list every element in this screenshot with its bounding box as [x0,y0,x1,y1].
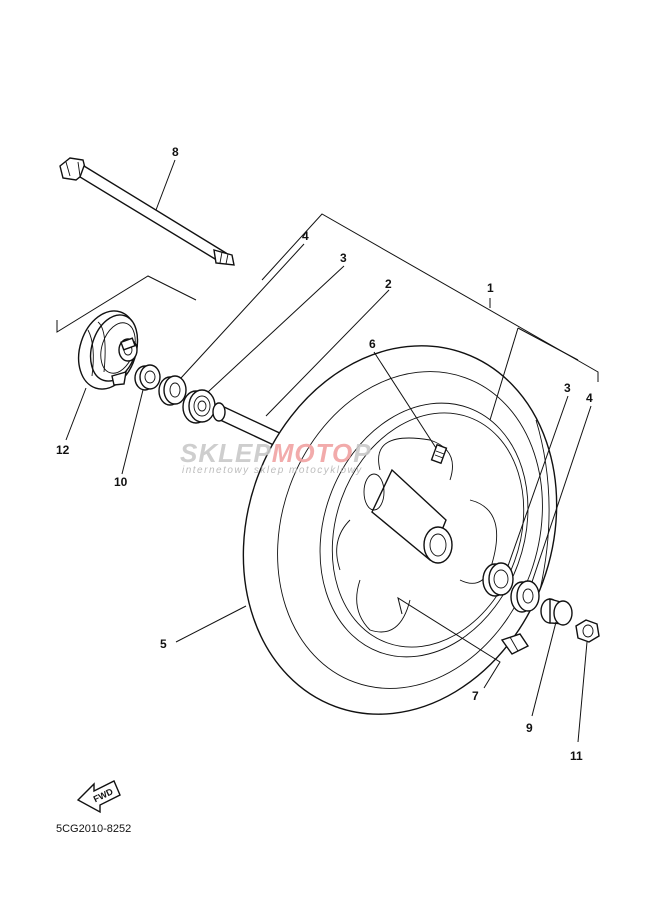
label-7: 7 [472,689,479,703]
spacer-part-9 [540,598,573,626]
label-9: 9 [526,721,533,735]
watermark-brand-left: SKLEP [180,438,272,468]
axle-group-bracket [56,275,197,333]
label-11: 11 [570,749,583,763]
fwd-arrow-icon: FWD [76,780,121,814]
bearing-part-4-right [510,580,540,613]
label-4-right: 4 [586,391,593,405]
svg-text:SKLEPMOTOP: SKLEPMOTOP [180,438,372,468]
bearing-part-3-right [482,562,514,597]
watermark-tagline: internetowy sklep motocyklowy [182,465,363,476]
balance-weight-part-7 [500,633,530,655]
spacer-part-10 [134,364,161,391]
label-3-right: 3 [564,381,571,395]
bearing-part-3-left [182,389,216,424]
label-1: 1 [487,281,494,295]
label-6: 6 [369,337,376,351]
wheel-part-5 [242,345,558,715]
bearing-part-4-left [158,375,187,406]
watermark-brand-right: P [353,438,371,468]
label-3-left: 3 [340,251,347,265]
nut-part-11 [575,619,600,643]
label-5: 5 [160,637,167,651]
leader-lines [65,159,599,743]
label-4-left: 4 [302,229,309,243]
label-10: 10 [114,475,128,489]
axle-part-8 [59,157,235,266]
watermark: SKLEPMOTOP internetowy sklep motocyklowy [180,438,372,476]
diagram-code: 5CG2010-8252 [56,823,131,835]
label-2: 2 [385,277,392,291]
valve-part-6 [430,443,448,465]
watermark-brand-mid: MOTO [272,438,354,468]
callout-labels: 8 4 3 2 1 6 3 4 12 10 5 7 9 11 [56,145,593,763]
label-12: 12 [56,443,70,457]
label-8: 8 [172,145,179,159]
meter-gear-part-12 [77,310,139,390]
